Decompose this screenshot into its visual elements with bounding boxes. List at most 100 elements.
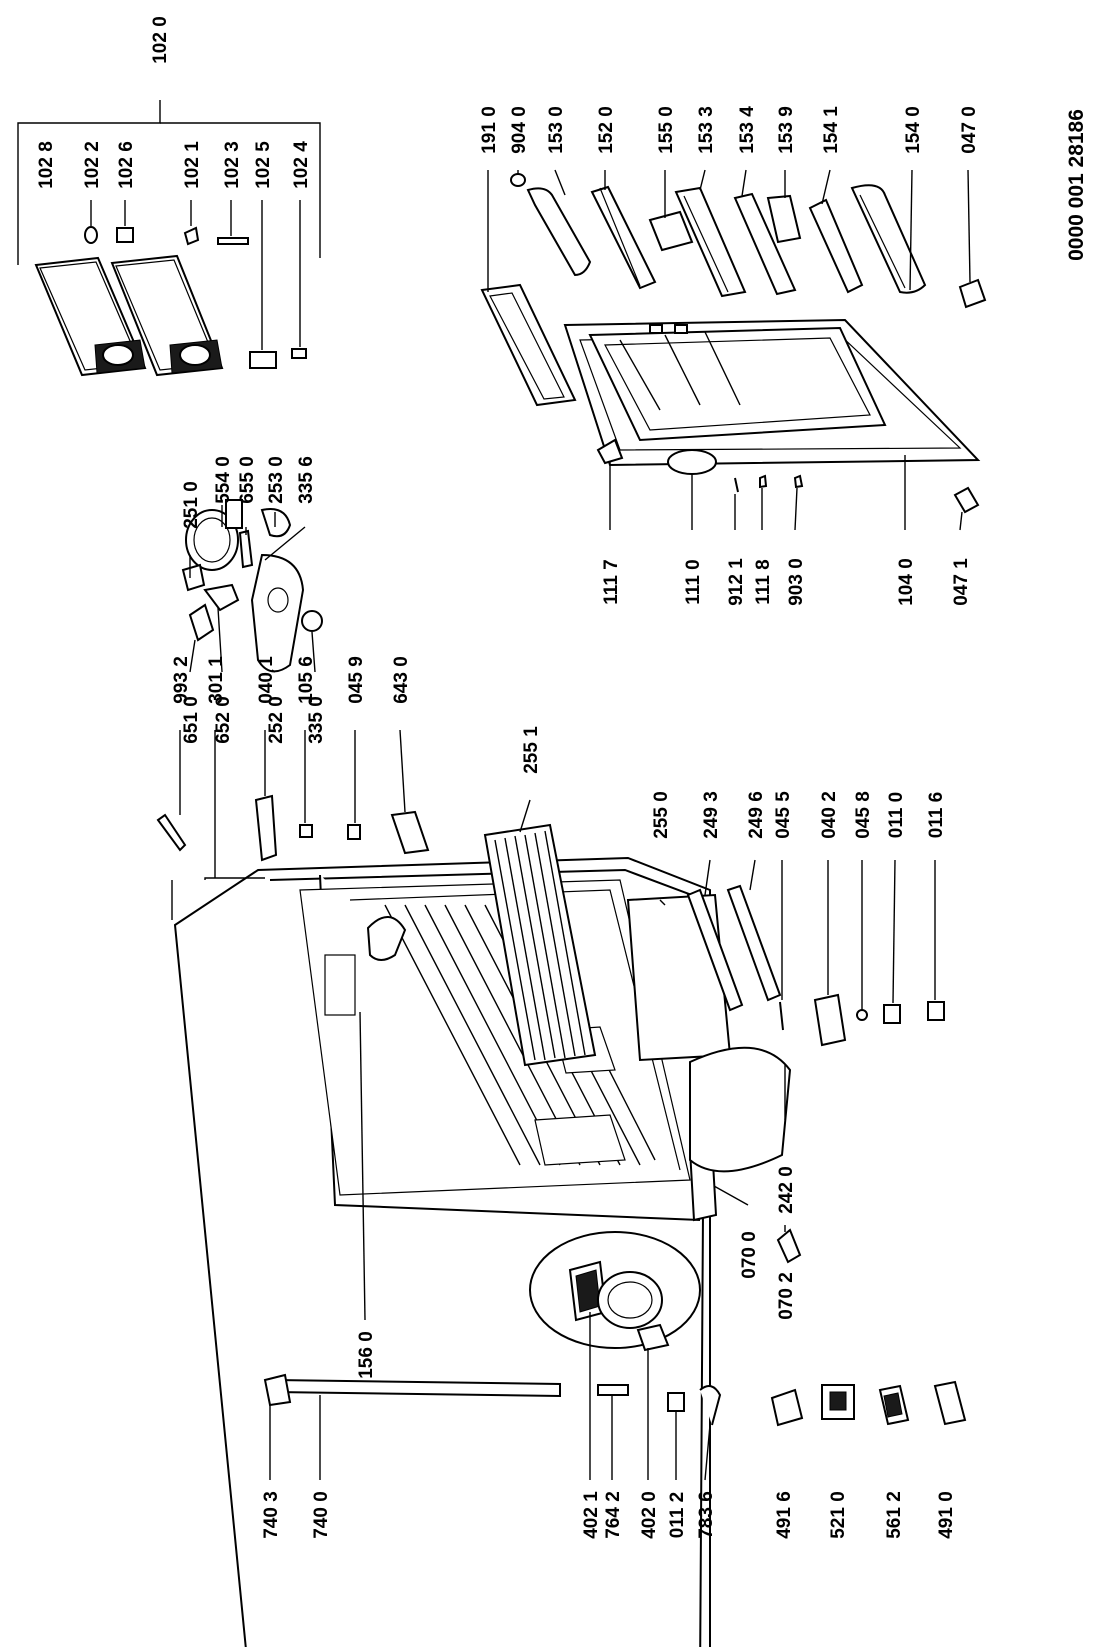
label-252-0: 252 0 xyxy=(266,696,287,744)
group-fridge-components xyxy=(156,729,945,1264)
label-070-0: 070 0 xyxy=(739,1231,760,1279)
part-011-0 xyxy=(883,1004,901,1024)
label-561-2: 561 2 xyxy=(884,1491,905,1539)
label-105-6: 105 6 xyxy=(296,656,317,704)
part-153-0 xyxy=(526,187,592,277)
part-491-0 xyxy=(933,1380,967,1426)
group-door xyxy=(480,169,987,531)
label-047-0: 047 0 xyxy=(959,106,980,154)
label-242-0: 242 0 xyxy=(776,1166,797,1214)
part-040-2 xyxy=(813,993,847,1047)
part-153-4 xyxy=(733,192,797,296)
part-903-0 xyxy=(793,474,804,489)
part-783-6 xyxy=(699,1385,722,1426)
label-251-0: 251 0 xyxy=(181,481,202,529)
label-912-1: 912 1 xyxy=(726,558,747,606)
part-242-0-crisper xyxy=(689,1046,792,1173)
part-651-0 xyxy=(188,603,215,642)
label-764-2: 764 2 xyxy=(603,1491,624,1539)
label-102-0: 102 0 xyxy=(150,16,171,64)
label-111-7: 111 7 xyxy=(601,559,622,604)
part-643-0 xyxy=(390,810,430,855)
part-740-0-grille xyxy=(274,1378,561,1398)
door-clip-1 xyxy=(649,324,663,334)
part-111-7 xyxy=(596,438,624,465)
part-255-1-shelf xyxy=(483,823,597,1067)
label-153-9: 153 9 xyxy=(776,106,797,154)
label-249-6: 249 6 xyxy=(746,791,767,839)
part-655-0 xyxy=(225,499,243,529)
label-011-0: 011 0 xyxy=(886,792,907,839)
part-252-0 xyxy=(250,553,305,673)
part-040-1 xyxy=(254,794,278,862)
part-912-1 xyxy=(734,477,739,493)
label-011-2: 011 2 xyxy=(667,1492,688,1539)
label-491-0: 491 0 xyxy=(936,1491,957,1539)
label-047-1: 047 1 xyxy=(951,558,972,606)
label-152-0: 152 0 xyxy=(596,106,617,154)
part-102-5 xyxy=(249,351,277,369)
label-253-0: 253 0 xyxy=(266,456,287,504)
part-111-8 xyxy=(759,474,768,489)
label-104-0: 104 0 xyxy=(896,558,917,606)
label-783-6: 783 6 xyxy=(696,1491,717,1539)
label-111-8: 111 8 xyxy=(753,559,774,604)
part-155-0 xyxy=(648,210,694,252)
label-153-3: 153 3 xyxy=(696,106,717,154)
part-154-0 xyxy=(850,184,927,294)
part-652-0 xyxy=(203,583,240,612)
label-643-0: 643 0 xyxy=(391,656,412,704)
label-652-0: 652 0 xyxy=(213,696,234,744)
label-040-1: 040 1 xyxy=(256,656,277,704)
label-102-6: 102 6 xyxy=(116,141,137,189)
part-102-2 xyxy=(84,226,98,244)
part-764-2 xyxy=(597,1384,629,1396)
label-111-0: 111 0 xyxy=(683,559,704,604)
part-011-6 xyxy=(927,1001,945,1021)
part-255-0-glass-shelf xyxy=(626,893,732,1062)
label-904-0: 904 0 xyxy=(509,106,530,154)
label-070-2: 070 2 xyxy=(776,1272,797,1320)
label-045-8: 045 8 xyxy=(853,791,874,839)
cabinet-lamp-housing xyxy=(366,916,407,961)
part-102-4 xyxy=(291,348,307,359)
door-clip-2 xyxy=(674,324,688,334)
label-903-0: 903 0 xyxy=(786,558,807,606)
group-thermostat-lamp xyxy=(181,499,323,673)
part-102-6 xyxy=(116,227,134,243)
label-402-0: 402 0 xyxy=(639,1491,660,1539)
part-111-0 xyxy=(667,449,717,475)
label-651-0: 651 0 xyxy=(181,696,202,744)
label-102-1: 102 1 xyxy=(182,141,203,189)
part-249-3 xyxy=(686,888,744,1012)
label-491-6: 491 6 xyxy=(774,1491,795,1539)
part-904-0 xyxy=(510,173,526,187)
label-255-0: 255 0 xyxy=(651,791,672,839)
label-554-0: 554 0 xyxy=(213,456,234,504)
part-153-9 xyxy=(766,194,802,244)
label-740-0: 740 0 xyxy=(311,1491,332,1539)
part-045-5 xyxy=(779,1001,784,1031)
label-249-3: 249 3 xyxy=(701,791,722,839)
label-154-0: 154 0 xyxy=(903,106,924,154)
part-253-0 xyxy=(260,508,292,538)
part-154-1 xyxy=(808,198,864,294)
label-156-0: 156 0 xyxy=(356,1331,377,1379)
label-102-8: 102 8 xyxy=(36,141,57,189)
part-105-6 xyxy=(299,824,313,838)
part-251-0 xyxy=(181,563,206,592)
label-153-4: 153 4 xyxy=(737,106,758,154)
label-040-2: 040 2 xyxy=(819,791,840,839)
part-047-0 xyxy=(958,278,987,309)
label-154-1: 154 1 xyxy=(821,106,842,154)
part-102-3 xyxy=(217,237,249,245)
part-102-1 xyxy=(183,226,200,246)
label-153-0: 153 0 xyxy=(546,106,567,154)
label-301-1: 301 1 xyxy=(206,656,227,704)
part-045-9 xyxy=(347,824,361,840)
part-993-2 xyxy=(156,813,187,852)
label-335-0: 335 0 xyxy=(306,696,327,744)
label-255-1: 255 1 xyxy=(521,726,542,774)
part-655-0-rod xyxy=(238,529,254,569)
